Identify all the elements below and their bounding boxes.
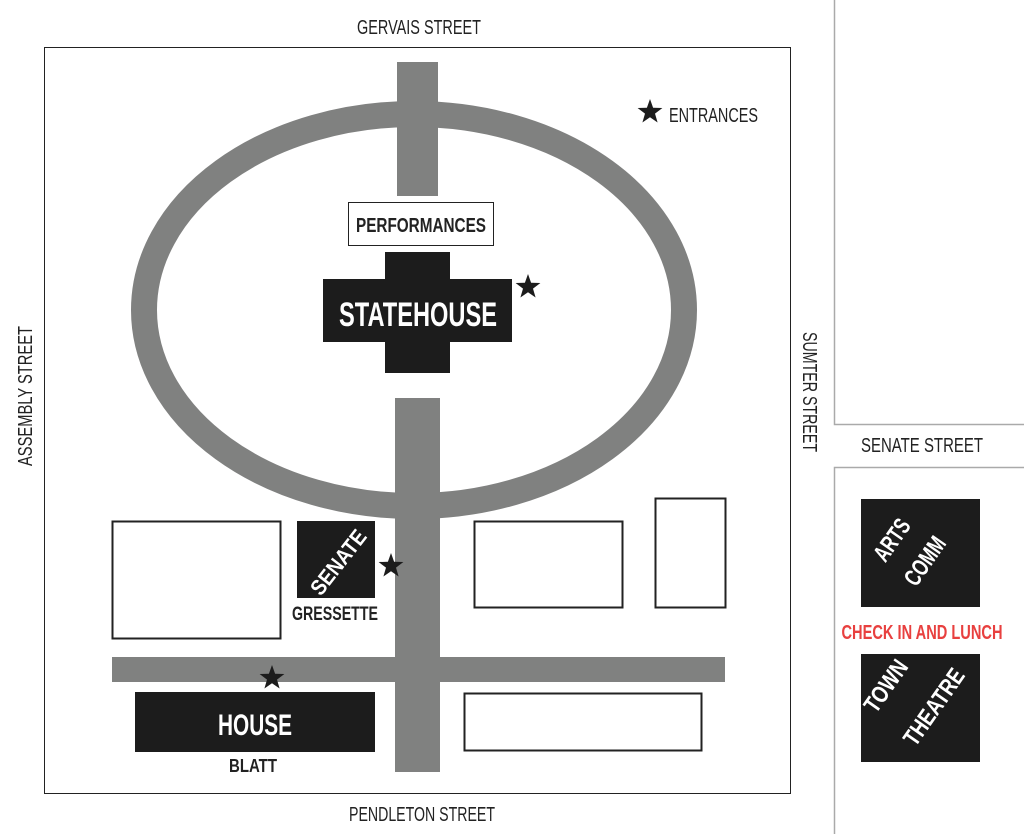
north-east-block-boundary	[833, 0, 1024, 426]
cross-path	[112, 657, 725, 682]
street-label-pendleton: PENDLETON STREET	[349, 804, 495, 826]
building-outline	[473, 520, 624, 609]
performances-area	[348, 202, 494, 246]
performances-label: PERFORMANCES	[356, 215, 486, 237]
building-outline	[654, 497, 727, 609]
street-label-senate: SENATE STREET	[861, 435, 983, 457]
gressette-label: GRESSETTE	[292, 604, 378, 625]
senate-building: SENATE	[297, 521, 375, 600]
legend-entrances: ENTRANCES	[669, 105, 758, 127]
south-east-block-boundary	[833, 466, 1024, 834]
house-label: HOUSE	[218, 709, 292, 742]
building-outline	[111, 520, 282, 640]
street-label-sumter: SUMTER STREET	[798, 332, 820, 452]
blatt-label: BLATT	[229, 756, 277, 776]
statehouse-building: STATEHOUSE	[323, 252, 512, 373]
entrance-star-icon	[637, 99, 663, 123]
street-label-gervais: GERVAIS STREET	[357, 17, 481, 39]
check-in-and-lunch-label: CHECK IN AND LUNCH	[842, 622, 1003, 644]
statehouse-grounds-boundary	[44, 47, 791, 794]
town-theatre-building: TOWN THEATRE	[859, 654, 980, 762]
arts-comm-building: ARTS COMM	[861, 499, 980, 607]
statehouse-label: STATEHOUSE	[339, 296, 497, 334]
house-building: HOUSE	[135, 692, 375, 752]
street-label-assembly: ASSEMBLY STREET	[15, 326, 37, 466]
south-path	[395, 398, 440, 772]
building-outline	[463, 692, 703, 752]
north-path	[397, 62, 438, 196]
entrance-star-icon	[515, 274, 541, 298]
